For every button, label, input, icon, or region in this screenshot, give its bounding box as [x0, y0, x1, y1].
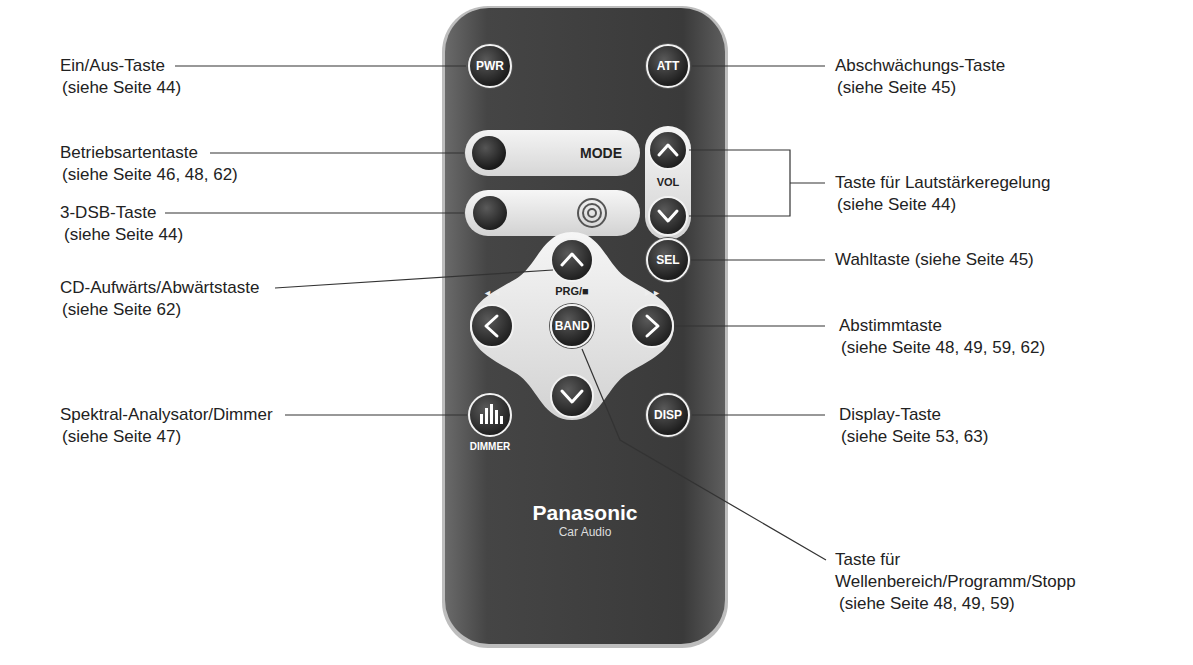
- page-reference: (siehe Seite 48, 49, 59, 62): [841, 338, 1045, 358]
- button-caption: ◄◄: [483, 288, 501, 299]
- page-reference: (siehe Seite 46, 48, 62): [62, 165, 238, 185]
- button-label: DISP: [654, 408, 682, 422]
- page-reference: (siehe Seite 62): [62, 300, 181, 320]
- callout-text: Abstimmtaste: [839, 316, 942, 336]
- select-button: SEL: [646, 238, 690, 282]
- callout-text: Taste für Lautstärkeregelung: [835, 173, 1050, 193]
- page-reference: (siehe Seite 44): [64, 225, 183, 245]
- button-label: BAND: [555, 319, 590, 333]
- band-button: BAND: [550, 304, 594, 348]
- button-caption: ►►: [643, 288, 661, 299]
- callout-text: Ein/Aus-Taste: [60, 56, 165, 76]
- mode-button: MODE: [465, 130, 640, 176]
- remote-shadow: [442, 6, 728, 648]
- dsb-icon: [578, 199, 606, 227]
- callout-text: CD-Aufwärts/Abwärtstaste: [60, 278, 259, 298]
- page-reference: (siehe Seite 48, 49, 59): [839, 594, 1015, 614]
- callout-text: Wellenbereich/Programm/Stopp: [835, 572, 1076, 592]
- page-reference: (siehe Seite 47): [62, 427, 181, 447]
- callout-text: Spektral-Analysator/Dimmer: [60, 405, 273, 425]
- dsb-panel: [465, 190, 640, 236]
- leader-lines: [165, 66, 826, 560]
- cross-pad: [470, 232, 674, 420]
- page-reference: (siehe Seite 45): [837, 78, 956, 98]
- display-button: DISP: [646, 393, 690, 437]
- page-reference: (siehe Seite 53, 63): [841, 427, 988, 447]
- button-caption: DIMMER: [470, 441, 511, 453]
- vol-panel: [645, 126, 691, 240]
- brand-subtitle: Car Audio: [559, 525, 612, 539]
- vol-down-button: [649, 197, 687, 235]
- button-label: SEL: [656, 253, 679, 267]
- callout-text: Wahltaste (siehe Seite 45): [835, 250, 1034, 270]
- dsb-button: [473, 196, 507, 230]
- button-caption: PRG/■: [555, 285, 589, 298]
- page-reference: (siehe Seite 44): [837, 195, 956, 215]
- down-button: [551, 375, 593, 417]
- vol-up-button: [649, 131, 687, 169]
- left-button: [471, 305, 513, 347]
- callout-text: Display-Taste: [839, 405, 941, 425]
- button-label: PWR: [476, 59, 504, 73]
- callout-text: 3-DSB-Taste: [60, 203, 156, 223]
- callout-text: Abschwächungs-Taste: [835, 56, 1005, 76]
- spectrum-button: [469, 394, 511, 436]
- callout-text: Taste für: [835, 550, 900, 570]
- button-label: ATT: [657, 59, 679, 73]
- up-button: [551, 239, 593, 281]
- button-label: MODE: [580, 145, 622, 161]
- button-caption: VOL: [657, 176, 680, 189]
- right-button: [631, 305, 673, 347]
- brand-name: Panasonic: [532, 500, 637, 525]
- page-reference: (siehe Seite 44): [62, 78, 181, 98]
- attenuation-button: ATT: [646, 44, 690, 88]
- callout-text: Betriebsartentaste: [60, 143, 198, 163]
- power-button: PWR: [468, 44, 512, 88]
